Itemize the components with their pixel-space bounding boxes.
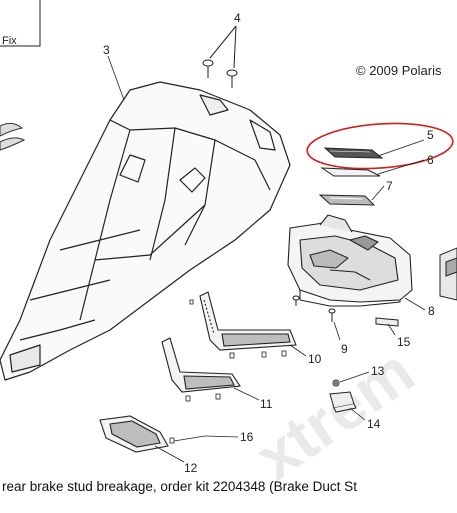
callout-3: 3 (103, 43, 110, 57)
callout-6: 6 (427, 153, 434, 167)
copyright-text: © 2009 Polaris (356, 63, 442, 78)
part-5-brake-duct (323, 147, 384, 159)
part-11-clips (185, 393, 221, 402)
corner-label: Fix (2, 35, 17, 47)
callout-labels: 3 4 5 6 7 8 9 10 11 12 13 14 15 16 (103, 11, 435, 475)
callout-7: 7 (386, 179, 393, 193)
caption-text: rear brake stud breakage, order kit 2204… (2, 479, 357, 494)
callout-16: 16 (240, 430, 254, 444)
callout-15: 15 (397, 335, 411, 349)
callout-10: 10 (308, 352, 322, 366)
callout-12: 12 (184, 461, 198, 475)
part-10-clips (229, 350, 287, 359)
part-3-hood-panel (0, 81, 291, 381)
callout-4: 4 (234, 11, 241, 25)
highlight-circle (306, 122, 454, 170)
leader-lines (107, 55, 426, 463)
corner-box: Fix (0, 0, 41, 47)
callout-14: 14 (367, 417, 381, 431)
part-8-housing (287, 214, 413, 307)
part-16-clips (169, 299, 194, 444)
part-11-mesh-duct (161, 337, 241, 393)
part-13-nut (332, 379, 340, 387)
callout-5: 5 (427, 128, 434, 142)
part-7-gasket (318, 194, 376, 206)
part-6-plate (320, 167, 381, 177)
part-9-bolt (292, 295, 336, 322)
callout-11: 11 (260, 397, 273, 411)
part-14-bracket (329, 391, 357, 413)
watermark: xtrem (243, 335, 427, 494)
part-10-mesh-duct (199, 291, 297, 351)
part-4-screws (202, 25, 238, 88)
callout-13: 13 (371, 364, 385, 378)
callout-9: 9 (341, 342, 348, 356)
left-fragment-part (0, 122, 26, 151)
callout-8: 8 (428, 304, 435, 318)
right-fragment-part (439, 247, 457, 301)
part-15-strip (375, 317, 399, 327)
part-12-mesh-grille (99, 415, 169, 453)
